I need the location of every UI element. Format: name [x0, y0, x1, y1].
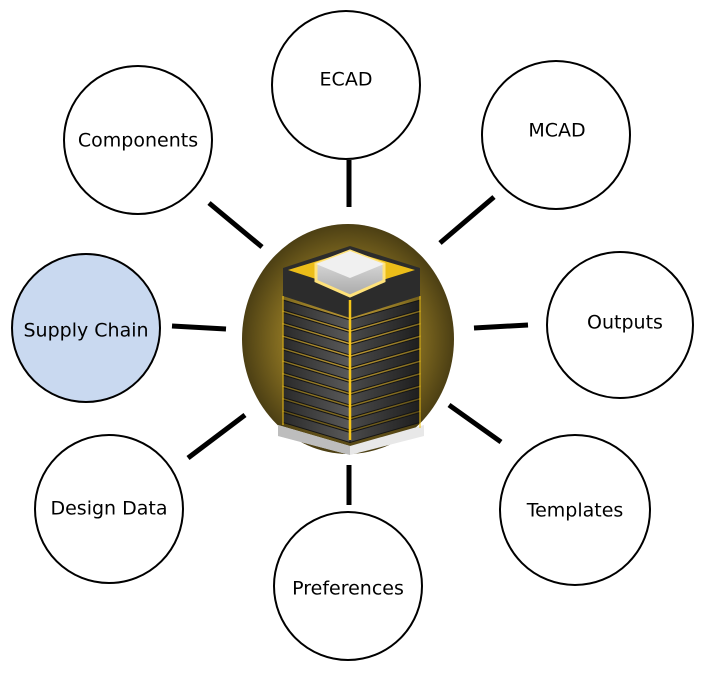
node-design-data-circle [34, 434, 184, 584]
node-templates: Templates [499, 434, 651, 586]
connector-templates [447, 402, 503, 445]
node-preferences-label: Preferences [292, 578, 404, 600]
node-design-data: Design Data [34, 434, 184, 584]
node-components-label: Components [78, 130, 198, 152]
node-components: Components [63, 65, 213, 215]
node-mcad: MCAD [481, 60, 631, 210]
node-components-circle [63, 65, 213, 215]
connector-outputs [473, 322, 529, 331]
node-design-data-label: Design Data [50, 498, 167, 520]
node-ecad-circle [271, 10, 421, 160]
node-preferences-circle [273, 511, 423, 661]
node-ecad: ECAD [271, 10, 421, 160]
node-templates-circle [499, 434, 651, 586]
node-supply-chain-label: Supply Chain [23, 320, 148, 342]
connector-mcad [438, 195, 496, 245]
node-outputs-circle [546, 251, 694, 399]
connector-supply-chain [171, 323, 227, 332]
node-ecad-label: ECAD [320, 69, 373, 91]
connector-components [207, 201, 264, 249]
node-supply-chain: Supply Chain [11, 253, 161, 403]
connectors [171, 160, 529, 505]
node-outputs: Outputs [546, 251, 694, 399]
connector-design-data [186, 413, 247, 460]
node-templates-label: Templates [526, 500, 624, 522]
central-hub [242, 224, 454, 455]
server-stack-icon [278, 246, 424, 455]
node-preferences: Preferences [273, 511, 423, 661]
node-outputs-label: Outputs [587, 312, 663, 334]
node-mcad-label: MCAD [528, 120, 585, 142]
node-supply-chain-circle [11, 253, 161, 403]
node-mcad-circle [481, 60, 631, 210]
